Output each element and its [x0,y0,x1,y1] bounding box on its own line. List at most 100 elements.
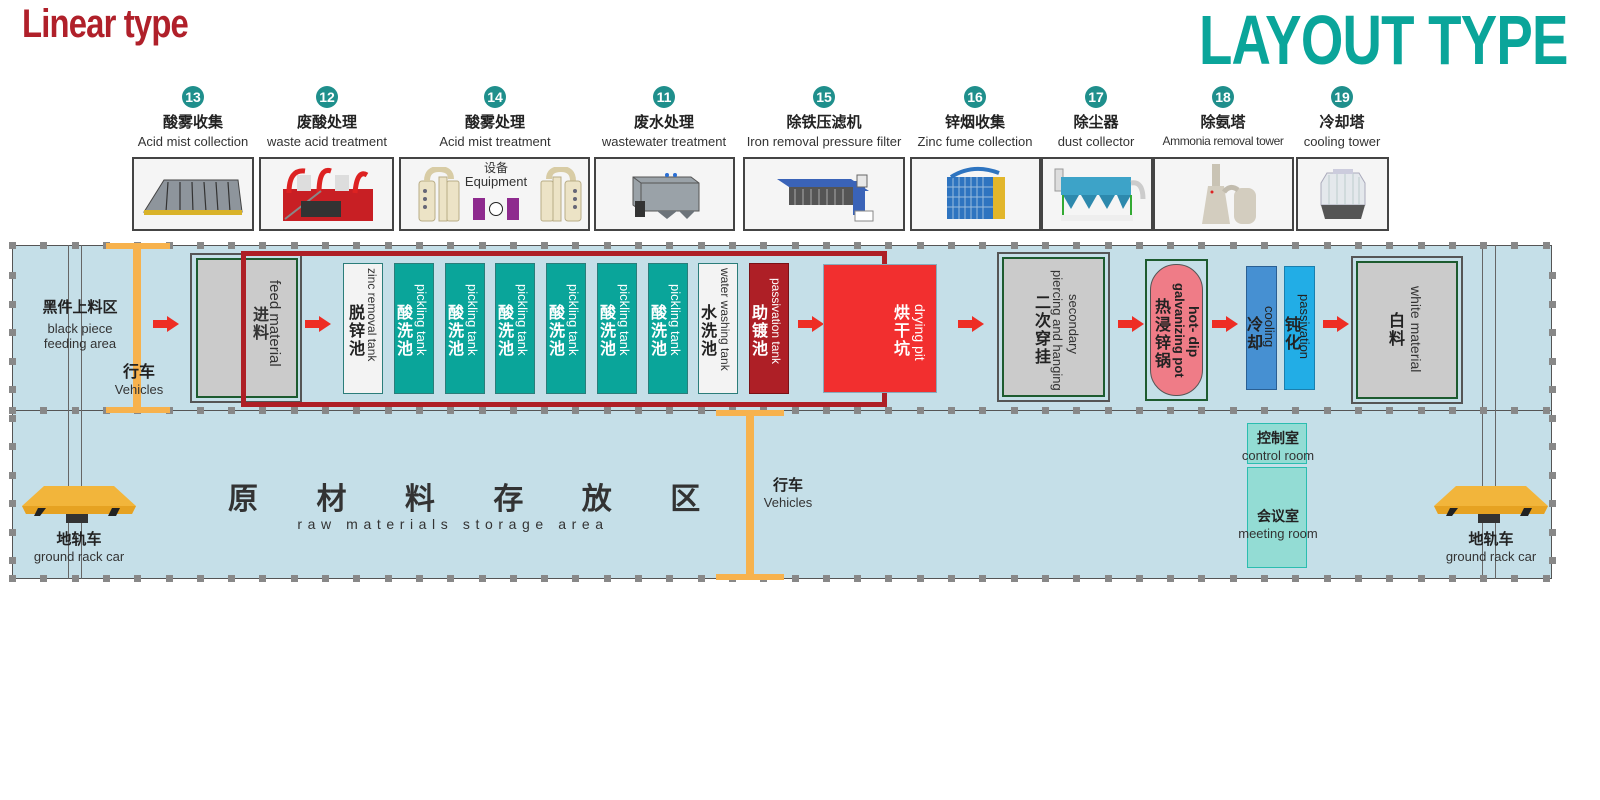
column-marker [509,575,517,582]
column-marker [572,242,580,249]
cooling-tank[interactable] [1246,266,1277,390]
pickling-tank[interactable] [394,263,434,394]
crane-middle-top-rail[interactable] [716,410,784,416]
column-marker [1549,386,1556,393]
column-marker [979,242,987,249]
water-washing-tank[interactable] [698,263,738,394]
number-badge: 13 [182,86,204,108]
pressure-filter-icon [777,174,874,222]
column-marker [1135,575,1143,582]
column-marker [1542,575,1550,582]
meeting-room[interactable] [1247,467,1307,568]
column-marker [1386,242,1394,249]
pickling-tank-en: pickling tank [668,284,683,356]
pickling-tank[interactable] [648,263,688,394]
crane-middle-bottom-rail[interactable] [716,574,784,580]
acid-mist-treatment-photo: 设备 Equipment [399,157,590,231]
feed-cn-label: 进料 [252,305,269,342]
zinc-fume-collection-icon [946,166,1005,219]
passivation-tank-cn: 助镀池 [751,303,768,358]
column-marker [916,242,924,249]
galvanizing-frame [1145,259,1208,401]
crane-middle-en: Vehicles [763,495,813,510]
pickling-tank[interactable] [495,263,535,394]
column-marker [635,407,642,414]
column-marker [322,407,329,414]
column-marker [728,242,736,249]
feeding-area-en2: feeding area [43,336,117,351]
title-layout-type: LAYOUT TYPE [1199,1,1568,79]
rail-car-right-icon[interactable] [1432,484,1550,526]
pickling-tank-cn: 酸洗池 [548,303,565,358]
column-marker [71,575,79,582]
column-marker [1549,272,1556,279]
passivation-cn: 钝化 [1284,315,1301,352]
passivation-tank[interactable] [749,263,789,394]
scrubber-tower-right-icon [540,167,582,222]
column-marker [384,242,392,249]
equipment-cn-label: 酸雾收集 [162,113,223,131]
equipment-en-label: dust collector [1057,134,1135,149]
column-marker [478,242,486,249]
column-marker [1480,575,1488,582]
equipment-11: 11 废水处理 wastewater treatment [594,86,734,149]
water-washing-cn: 水洗池 [700,303,717,358]
column-marker [1549,500,1556,507]
equipment-15: 15 除铁压滤机 Iron removal pressure filter [743,86,905,149]
pickling-tank-cn: 酸洗池 [599,303,616,358]
white-material-zone[interactable] [1356,261,1458,399]
secondary-hanging-zone[interactable] [1002,257,1105,397]
secondary-outer-frame [997,252,1110,402]
white-material-en: white material [1408,286,1424,373]
crane-left-top-rail[interactable] [106,243,170,249]
column-marker [40,407,48,414]
column-marker [1041,407,1049,414]
column-marker [1135,407,1143,414]
column-marker [541,575,549,582]
zinc-removal-tank[interactable] [343,263,383,394]
pickling-tank[interactable] [445,263,485,394]
column-marker [791,242,799,249]
crane-middle-beam[interactable] [746,416,754,574]
column-marker [635,242,642,249]
hot-dip-galvanizing-pot[interactable] [1150,264,1203,396]
crane-left-bottom-rail[interactable] [106,407,170,413]
drying-pit[interactable] [823,264,937,393]
column-marker [1198,242,1206,249]
pickling-tank[interactable] [546,263,586,394]
pickling-tank-en: pickling tank [617,284,632,356]
column-marker [697,575,705,582]
number-badge: 16 [964,86,986,108]
number-badge: 11 [653,86,675,108]
passivation-bath[interactable] [1284,266,1315,390]
pickling-tank[interactable] [597,263,637,394]
column-marker [666,242,674,249]
zinc-removal-en: zinc removal tank [365,268,379,362]
rail-car-right-en: ground rack car [1445,549,1537,564]
column-marker [9,272,16,279]
equipment-cn-label: 除尘器 [1073,113,1119,131]
column-marker [9,357,16,365]
column-marker [71,407,79,414]
column-marker [854,575,862,582]
crane-left-en: Vehicles [114,382,164,397]
column-marker [290,242,298,249]
secondary-en1: secondary [1066,294,1081,354]
column-marker [134,575,142,582]
column-marker [9,242,16,249]
control-room[interactable] [1247,423,1307,464]
equipment-14: 14 酸雾处理 Acid mist treatment [400,86,590,149]
equipment-12: 12 废酸处理 waste acid treatment [260,86,394,149]
white-material-outer-frame [1351,256,1463,404]
equipment-en-label: cooling tower [1303,134,1381,149]
column-marker [1261,242,1268,249]
meeting-room-label: 会议室 meeting room [1228,506,1328,541]
rail-car-left-icon[interactable] [20,484,138,526]
column-marker [353,407,361,414]
equipment-cn-label: 锌烟收集 [944,113,1005,131]
column-marker [822,407,830,414]
column-marker [415,242,423,249]
pickling-tank-en: pickling tank [566,284,581,356]
crane-left-beam[interactable] [133,249,141,407]
flow-arrow-icon [305,316,331,332]
